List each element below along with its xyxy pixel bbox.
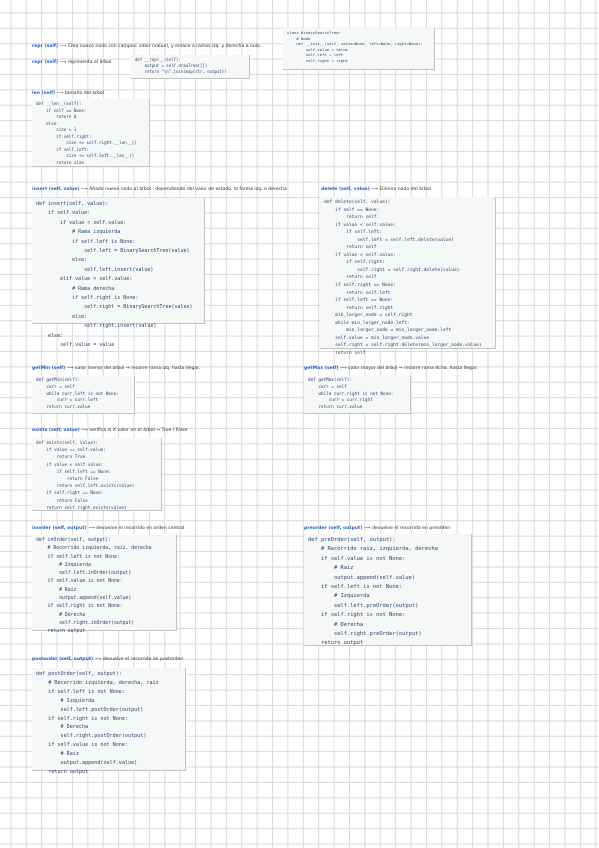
repr-code: def __repr__(self): output = self.drawTr…: [135, 57, 227, 74]
arrow-icon: ⟶: [81, 187, 88, 192]
arrow-icon: ⟶: [88, 526, 95, 531]
repr-note-desc: representa el árbol: [67, 60, 112, 65]
getmin-note-desc: valor menor del árbol → recorre rama izq…: [74, 366, 201, 371]
init-note-desc: Crea nuevo nodo con campos: valor (value…: [67, 44, 262, 49]
getmax-code: def getMax(self): curr = self while curr…: [308, 378, 394, 411]
repr-note-fn: repr (self): [32, 60, 59, 65]
len-note-fn: len (self): [32, 91, 56, 96]
delete-note-fn: delete (self, value): [321, 187, 370, 192]
insert-note: insert (self, value) ⟶ Añade nuevo nodo …: [32, 187, 287, 193]
insert-code-block: def insert(self, value): if self.value: …: [32, 198, 205, 348]
exists-note-fn: exists (self, value): [32, 428, 80, 433]
getmin-note-fn: getMin (self): [32, 366, 66, 371]
repr-note: repr (self) ⟶ representa el árbol: [32, 60, 111, 66]
postorder-note-desc: devuelve el recorrido en postorden: [102, 657, 184, 662]
arrow-icon: ⟶: [371, 187, 378, 192]
insert-note-desc: Añade nuevo nodo al árbol , dependiendo …: [89, 187, 287, 192]
getmax-code-block: def getMax(self): curr = self while curr…: [304, 376, 411, 414]
postorder-code-block: def postOrder(self, output): # Recorrido…: [32, 668, 186, 775]
len-note: len (self) ⟶ tamaño del árbol: [32, 91, 104, 97]
exists-note: exists (self, value) ⟶ verifica si X val…: [32, 428, 187, 434]
len-code-block: def __len__(self): if self == None: retu…: [32, 99, 150, 167]
preorder-code: def preOrder(self, output): # Recorrido …: [308, 537, 438, 647]
preorder-code-block: def preOrder(self, output): # Recorrido …: [304, 534, 472, 646]
insert-note-fn: insert (self, value): [32, 187, 80, 192]
arrow-icon: ⟶: [56, 91, 64, 96]
init-note-fn: repr (self): [32, 44, 59, 49]
postorder-note: postorder (self, output) ⟶ devuelve el r…: [32, 657, 183, 663]
inorder-note-desc: devuelve el recorrido en orden central: [96, 526, 185, 531]
inorder-code: def inOrder(self, output): # Recorrido i…: [36, 538, 152, 635]
arrow-icon: ⟶: [81, 428, 88, 433]
arrow-icon: ⟶: [94, 657, 102, 662]
delete-code-block: def delete(self, value): if self == None…: [320, 197, 496, 356]
getmin-note: getMin (self) ⟶ valor menor del árbol → …: [32, 366, 200, 372]
len-code: def __len__(self): if self == None: retu…: [36, 101, 137, 165]
init-note: repr (self) ⟶ Crea nuevo nodo con campos…: [32, 44, 261, 50]
exists-note-desc: verifica si X valor en el árbol → True /…: [89, 428, 188, 433]
getmin-code: def getMin(self): curr = self while curr…: [36, 378, 119, 411]
preorder-note-desc: devuelve el recorrido en preorden: [371, 526, 451, 531]
getmin-code-block: def getMin(self): curr = self while curr…: [32, 376, 135, 414]
delete-code: def delete(self, value): if self == None…: [324, 200, 482, 356]
arrow-icon: ⟶: [59, 60, 67, 65]
class-code-block: class BinarySearchTree: # Nodo def __ini…: [283, 28, 435, 70]
delete-note: delete (self, value) ⟶ Elimina nodo del …: [321, 187, 431, 193]
getmax-note-desc: valor mayor del árbol → recorre rama dch…: [348, 366, 478, 371]
insert-code: def insert(self, value): if self.value: …: [36, 201, 193, 349]
arrow-icon: ⟶: [59, 44, 67, 49]
inorder-note-fn: inorder (self, output): [32, 526, 87, 531]
getmax-note-fn: getMax (self): [304, 366, 339, 371]
preorder-note-fn: preorder (self, output): [304, 526, 363, 531]
inorder-code-block: def inOrder(self, output): # Recorrido i…: [32, 535, 177, 634]
postorder-code: def postOrder(self, output): # Recorrido…: [36, 671, 159, 775]
arrow-icon: ⟶: [339, 366, 347, 371]
exists-code-block: def exists(self, value): if value == sel…: [32, 438, 162, 511]
arrow-icon: ⟶: [66, 366, 74, 371]
exists-code: def exists(self, value): if value == sel…: [36, 441, 135, 511]
class-code: class BinarySearchTree: # Nodo def __ini…: [287, 30, 423, 63]
getmax-note: getMax (self) ⟶ valor mayor del árbol → …: [304, 366, 478, 372]
inorder-note: inorder (self, output) ⟶ devuelve el rec…: [32, 526, 184, 532]
repr-code-block: def __repr__(self): output = self.drawTr…: [131, 55, 250, 79]
postorder-note-fn: postorder (self, output): [32, 657, 94, 662]
preorder-note: preorder (self, output) ⟶ devuelve el re…: [304, 526, 450, 532]
len-note-desc: tamaño del árbol: [64, 91, 104, 96]
arrow-icon: ⟶: [363, 526, 371, 531]
delete-note-desc: Elimina nodo del árbol: [379, 187, 431, 192]
